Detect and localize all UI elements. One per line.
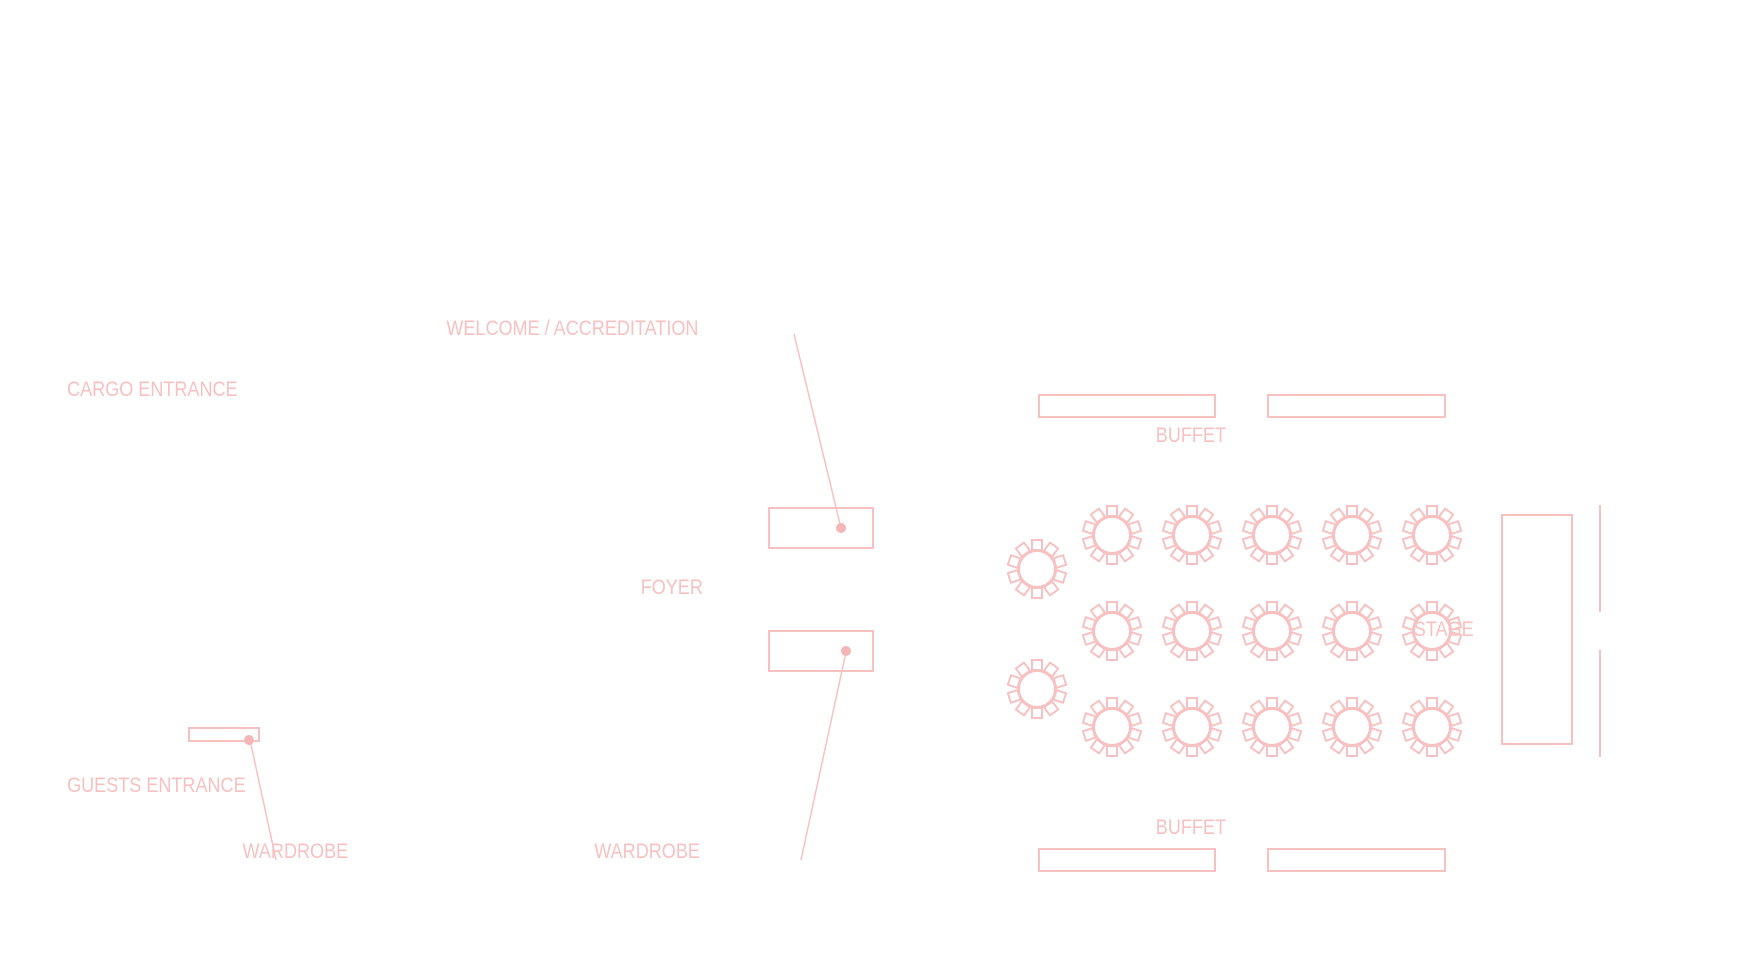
stage-label: STAGE — [1414, 618, 1474, 642]
guests-entrance-counter — [188, 727, 260, 742]
round-table-with-chairs-icon — [1321, 505, 1383, 565]
welcome-leader — [793, 333, 842, 529]
welcome-desk — [768, 507, 874, 549]
round-table-with-chairs-icon — [1241, 505, 1303, 565]
buffet-top-label: BUFFET — [1156, 424, 1226, 448]
round-table-with-chairs-icon — [1161, 601, 1223, 661]
round-table-with-chairs-icon — [1006, 659, 1068, 719]
round-table-with-chairs-icon — [1161, 505, 1223, 565]
round-table-with-chairs-icon — [1081, 505, 1143, 565]
wardrobe-center-leader — [800, 651, 847, 861]
welcome-accreditation-label: WELCOME / ACCREDITATION — [446, 317, 698, 341]
marker-dot-icon — [841, 646, 851, 656]
wardrobe-left-leader — [249, 739, 277, 861]
foyer-label: FOYER — [641, 576, 703, 600]
guests-entrance-label: GUESTS ENTRANCE — [67, 774, 246, 798]
marker-dot-icon — [836, 523, 846, 533]
round-table-with-chairs-icon — [1401, 697, 1463, 757]
marker-dot-icon — [244, 735, 254, 745]
round-table-with-chairs-icon — [1081, 601, 1143, 661]
round-table-with-chairs-icon — [1241, 697, 1303, 757]
wardrobe-center-label: WARDROBE — [594, 840, 700, 864]
buffet-table-bottom-left — [1038, 848, 1216, 872]
round-table-with-chairs-icon — [1241, 601, 1303, 661]
cargo-entrance-label: CARGO ENTRANCE — [67, 378, 238, 402]
wardrobe-desk — [768, 630, 874, 672]
round-table-with-chairs-icon — [1321, 697, 1383, 757]
round-table-with-chairs-icon — [1081, 697, 1143, 757]
buffet-table-bottom-right — [1267, 848, 1446, 872]
round-table-with-chairs-icon — [1401, 505, 1463, 565]
buffet-bottom-label: BUFFET — [1156, 816, 1226, 840]
buffet-table-top-left — [1038, 394, 1216, 418]
wardrobe-left-label: WARDROBE — [243, 840, 349, 864]
buffet-table-top-right — [1267, 394, 1446, 418]
round-table-with-chairs-icon — [1321, 601, 1383, 661]
stage — [1501, 514, 1573, 745]
round-table-with-chairs-icon — [1006, 539, 1068, 599]
round-table-with-chairs-icon — [1161, 697, 1223, 757]
